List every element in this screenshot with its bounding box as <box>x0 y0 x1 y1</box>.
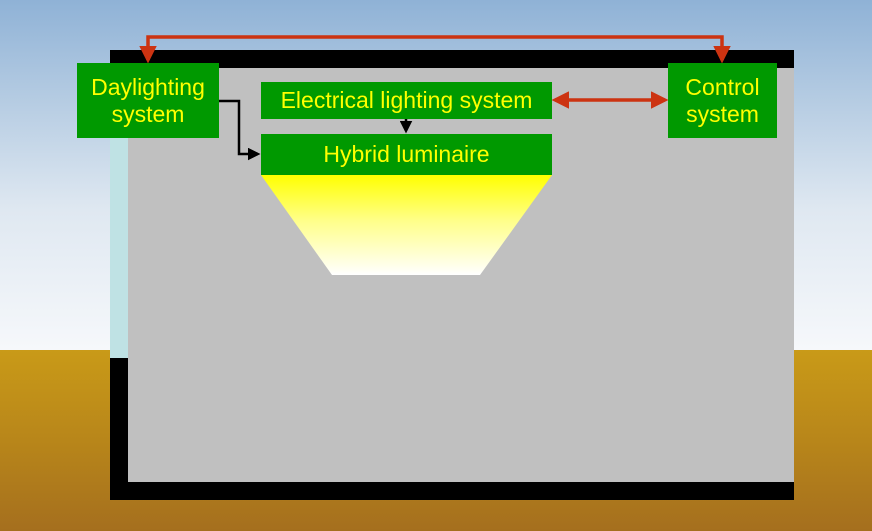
control-label-line2: system <box>686 100 759 127</box>
hybrid-label: Hybrid luminaire <box>323 141 490 168</box>
control-system-box: Control system <box>668 63 777 138</box>
window-glazing <box>110 137 128 358</box>
daylighting-label-line1: Daylighting <box>91 74 205 101</box>
hybrid-luminaire-box: Hybrid luminaire <box>261 134 552 175</box>
daylighting-system-box: Daylighting system <box>77 63 219 138</box>
electrical-lighting-system-box: Electrical lighting system <box>261 82 552 119</box>
daylighting-control-arrow <box>139 35 731 64</box>
daylighting-hybrid-arrow <box>219 99 261 161</box>
electrical-label: Electrical lighting system <box>280 87 533 114</box>
daylighting-label-line2: system <box>111 100 185 127</box>
control-label-line1: Control <box>685 74 760 101</box>
